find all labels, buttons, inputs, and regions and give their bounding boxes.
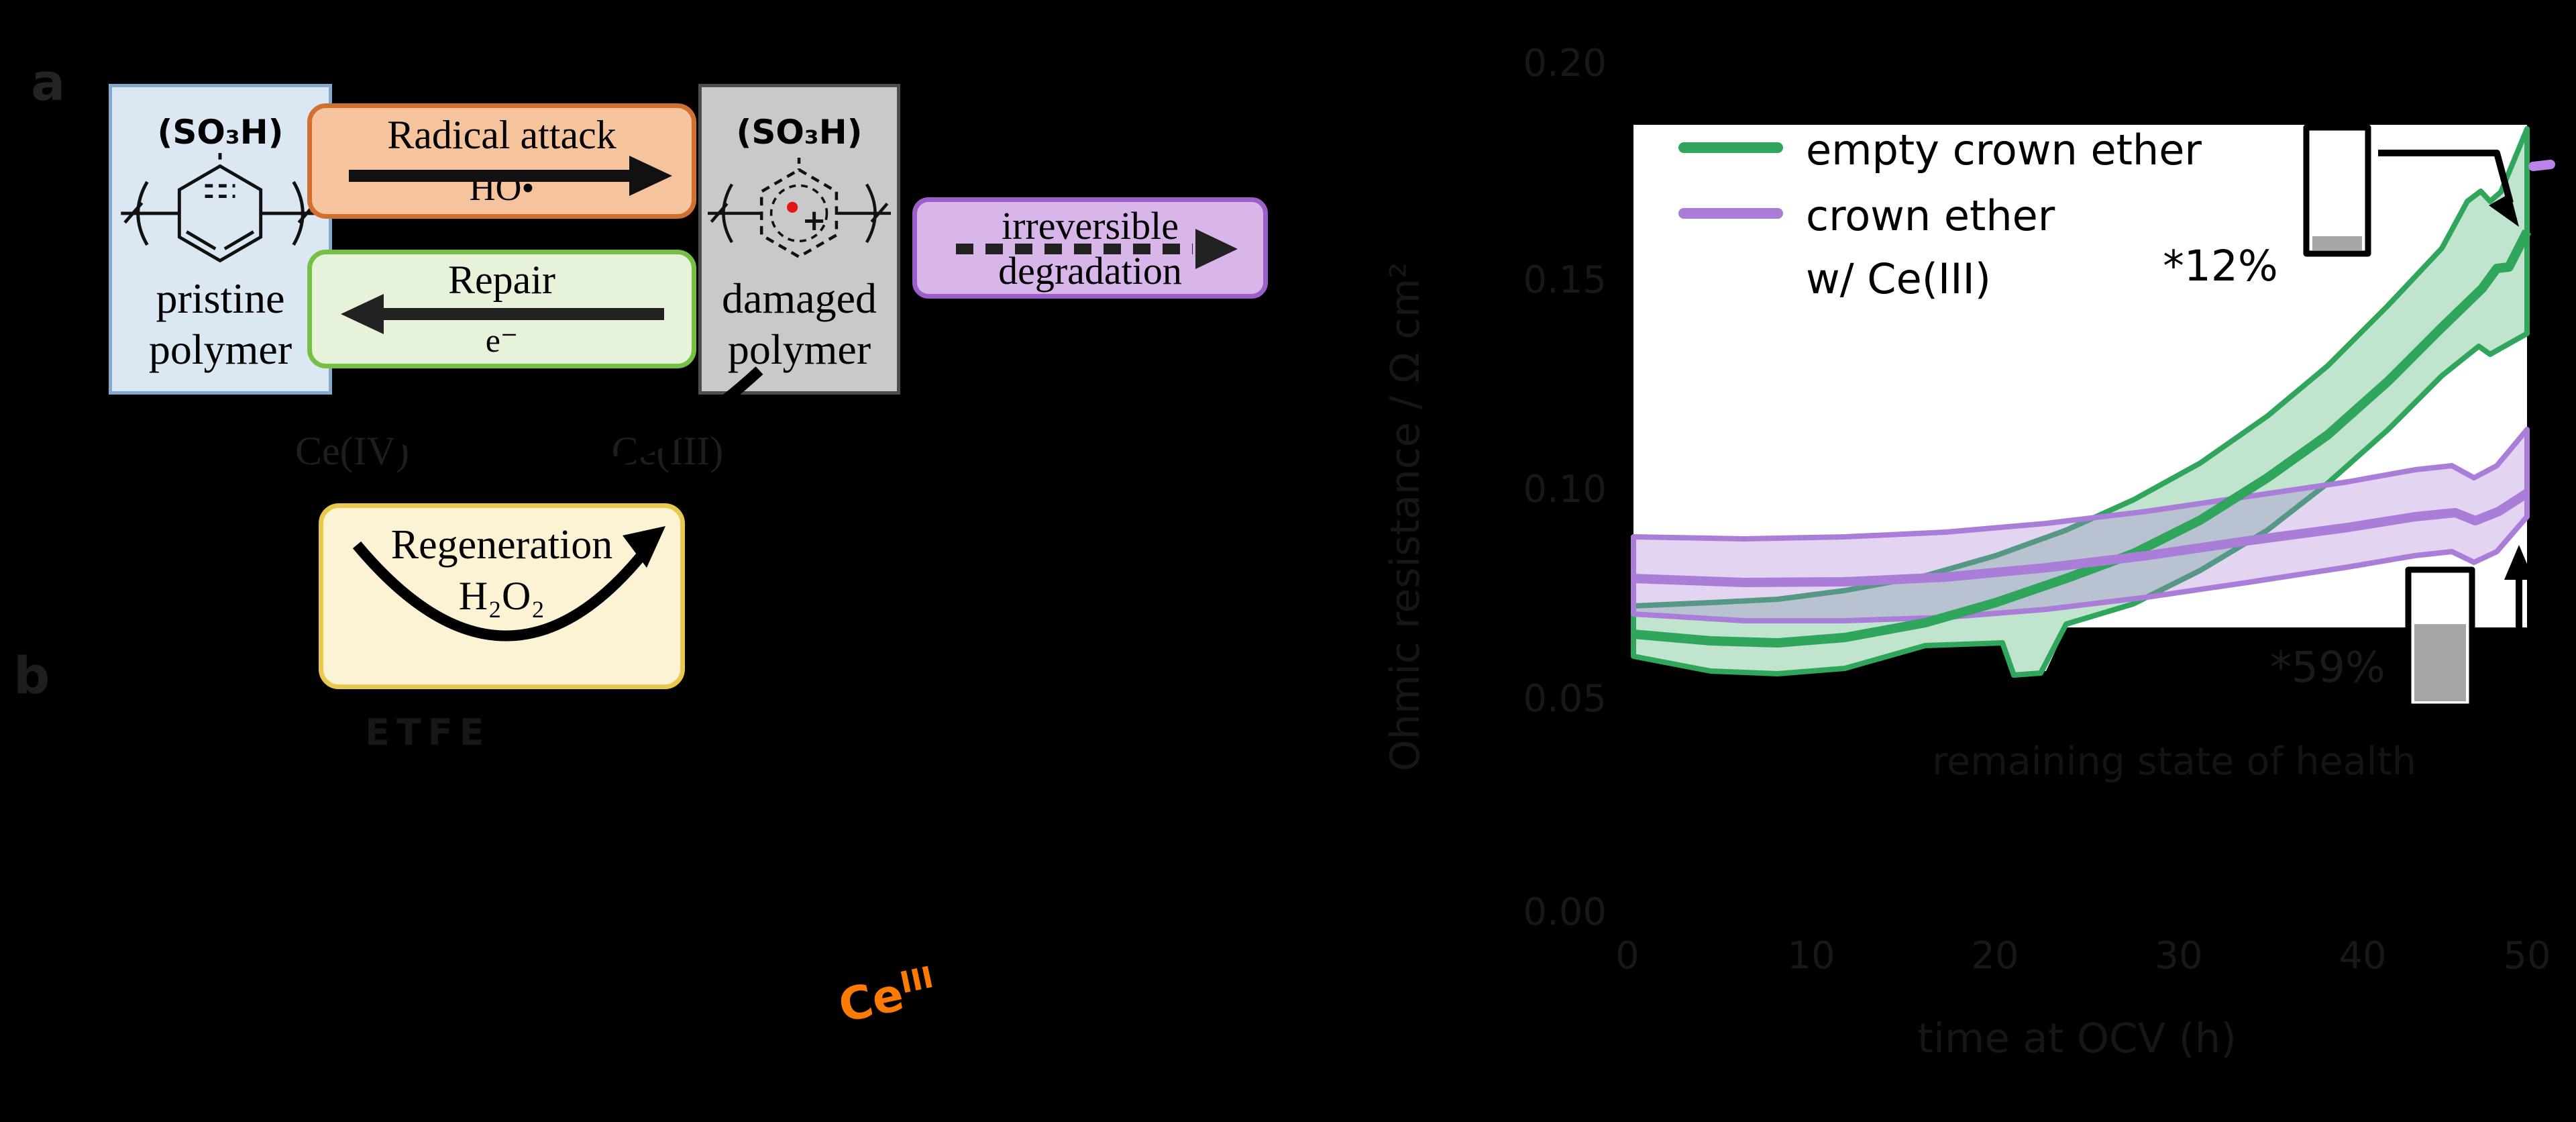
ytick-005: 0.05 (1523, 677, 1607, 721)
damaged-benzene-structure: + (708, 157, 891, 259)
legend-label-empty-crown-ether: empty crown ether (1806, 125, 2202, 174)
xtick-30: 30 (2155, 934, 2203, 978)
panel-b-label: b (13, 646, 50, 705)
regeneration-arc (352, 539, 657, 642)
pristine-benzene-structure (121, 152, 320, 263)
radical-attack-title: Radical attack (387, 113, 616, 157)
damaged-so3h-label: (SO₃H) (736, 113, 863, 152)
legend-label-w-ce3: w/ Ce(III) (1806, 254, 1991, 303)
xtick-0: 0 (1615, 934, 1640, 978)
ytick-020: 0.20 (1523, 42, 1607, 85)
h2o2-label: H₂O₂ (458, 574, 545, 618)
xtick-40: 40 (2339, 934, 2387, 978)
panel-a-label: a (31, 52, 66, 112)
ytick-000: 0.00 (1523, 890, 1607, 934)
pristine-so3h-label: (SO₃H) (157, 113, 284, 152)
y-axis-label: Ohmic resistance / Ω cm² (1382, 262, 1429, 772)
degradation-line1: irreversible (1001, 204, 1179, 248)
electron-transfer-arc (341, 366, 763, 482)
legend-swatch-green (1678, 142, 1783, 153)
x-axis-label: time at OCV (h) (1917, 1015, 2237, 1062)
legend-label-crown-ether: crown ether (1806, 191, 2055, 240)
legend-swatch-purple (1678, 208, 1783, 219)
annotation-remaining-soh: remaining state of health (1932, 740, 2416, 784)
regeneration-title: Regeneration (390, 522, 613, 568)
xtick-10: 10 (1787, 934, 1835, 978)
xtick-50: 50 (2503, 934, 2551, 978)
regeneration-box: Regeneration H₂O₂ (319, 503, 685, 689)
etfe-label: ETFE (365, 711, 491, 754)
cation-plus: + (802, 204, 826, 238)
xtick-20: 20 (1971, 934, 2019, 978)
panel-a-arrows (341, 156, 1238, 642)
radical-dot (787, 201, 798, 213)
ytick-010: 0.10 (1523, 468, 1607, 511)
annotation-59-percent: *59% (2270, 643, 2385, 692)
repair-title: Repair (448, 258, 555, 302)
electron-label: e⁻ (485, 321, 519, 359)
ytick-015: 0.15 (1523, 258, 1607, 302)
annotation-12-percent: *12% (2163, 242, 2278, 291)
degradation-line2: degradation (998, 249, 1182, 293)
